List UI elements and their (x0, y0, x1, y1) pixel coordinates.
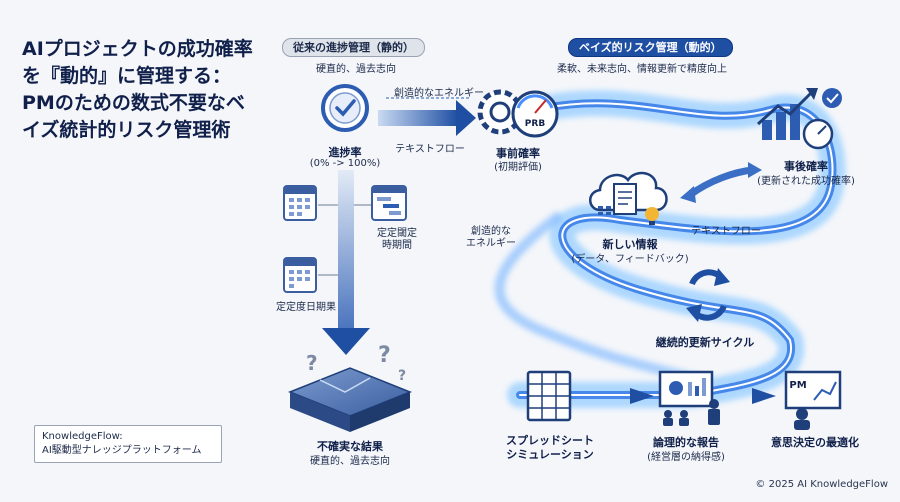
decision-optimization-label: 意思決定の最適化 (771, 436, 859, 449)
calendar-icon (283, 185, 317, 221)
deadline-label: 定定度日期果 (276, 302, 336, 313)
logical-report-label: 論理的な報告 (653, 436, 719, 449)
refresh-cycle-icon (686, 268, 730, 322)
schedule-label: 定定閾定 時期間 (377, 228, 417, 251)
creative-energy-label: 創造的なエネルギー (394, 88, 484, 99)
audience-icon (663, 399, 720, 426)
prb-label: PRB (525, 119, 546, 129)
brand-box: KnowledgeFlow: AI駆動型ナレッジプラットフォーム (34, 425, 222, 463)
prior-probability-label: 事前確率 (496, 147, 540, 160)
uncertain-result-box (287, 367, 413, 432)
text-flow-label: テキストフロー (395, 144, 465, 155)
posterior-probability-sub: (更新された成功確率) (757, 176, 855, 187)
text-flow-label: テキストフロー (691, 226, 761, 237)
static-section-subheader: 硬直的、過去志向 (316, 64, 396, 75)
svg-text:?: ? (378, 343, 391, 368)
spreadsheet-label: スプレッドシート シミュレーション (506, 434, 594, 461)
uncertain-result-sub: 硬直的、過去志向 (310, 456, 390, 467)
trend-chart-icon (756, 88, 818, 140)
logical-report-sub: (経営層の納得感) (647, 452, 725, 463)
pm-label: PM (789, 380, 806, 391)
uncertain-result-label: 不確実な結果 (317, 440, 383, 453)
svg-text:?: ? (306, 351, 318, 375)
question-mark-icon: ? ? ? (306, 343, 406, 384)
data-grid-icon (598, 206, 611, 215)
gauge-icon (802, 118, 834, 150)
svg-text:?: ? (398, 368, 406, 384)
page-title: AIプロジェクトの成功確率を『動的』に管理する：PMのための数式不要なベイズ統計… (22, 38, 253, 141)
new-info-sub: (データ、フィードバック) (571, 254, 689, 265)
spreadsheet-icon (526, 370, 572, 422)
pm-dashboard-icon (784, 370, 842, 430)
progress-down-arrow (322, 170, 370, 355)
update-cycle-label: 継続的更新サイクル (655, 336, 755, 349)
gantt-chart-icon (371, 185, 407, 221)
progress-right-arrow (378, 100, 476, 136)
brand-tagline: AI駆動型ナレッジプラットフォーム (42, 445, 202, 456)
copyright: © 2025 AI KnowledgeFlow (755, 479, 888, 490)
gear-icon (477, 89, 523, 135)
brand-name: KnowledgeFlow: (42, 431, 123, 442)
lightbulb-icon (645, 207, 659, 225)
arrow-right-icon (752, 388, 776, 404)
gauge-icon (511, 90, 559, 138)
progress-rate-label: 進捗率 (328, 146, 362, 159)
posterior-probability-label: 事後確率 (784, 160, 828, 173)
calendar-icon (283, 257, 317, 293)
bidirectional-arrow-icon (680, 162, 762, 203)
arrow-right-icon (630, 388, 654, 404)
new-info-label: 新しい情報 (602, 238, 658, 251)
prior-probability-sub: (初期評価) (494, 162, 542, 173)
dynamic-section-header: ベイズ的リスク管理（動的） (568, 38, 733, 57)
progress-range-label: (0% -> 100%) (309, 158, 381, 169)
presentation-board-icon (658, 370, 714, 408)
energy-flow (494, 90, 846, 408)
cloud-document-icon (589, 171, 668, 215)
dynamic-section-subheader: 柔軟、未来志向、情報更新で精度向上 (557, 64, 727, 75)
creative-energy-label: 創造的な エネルギー (466, 226, 516, 249)
check-badge-icon (822, 88, 842, 108)
progress-check-icon (321, 84, 369, 132)
static-section-header: 従来の進捗管理（静的） (282, 38, 425, 57)
